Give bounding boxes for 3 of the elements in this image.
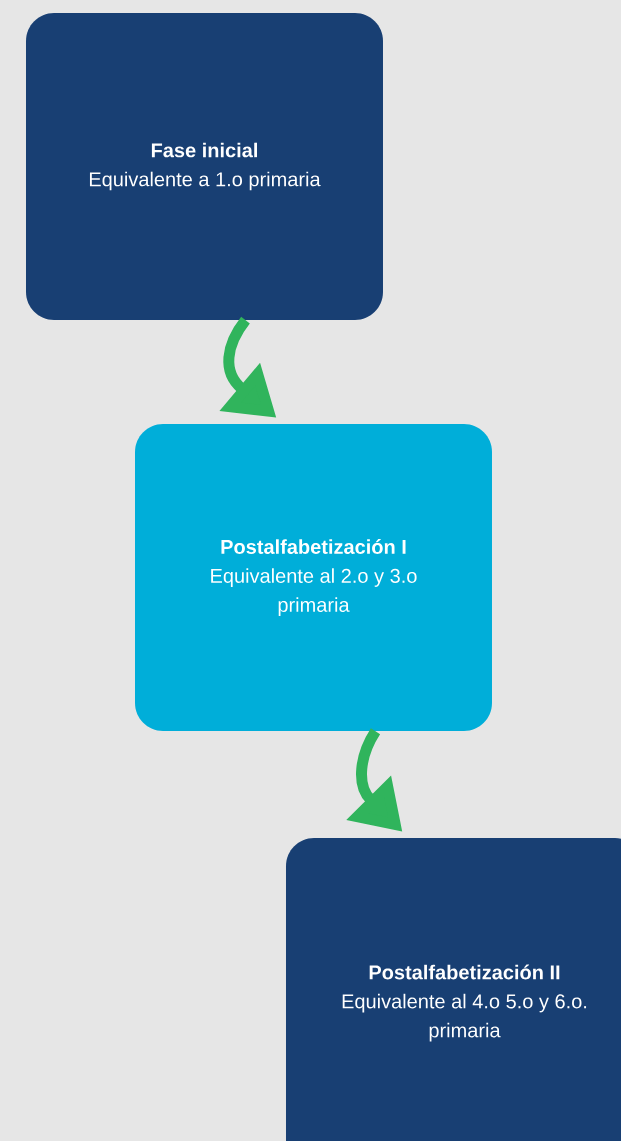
process-box: Fase inicial Equivalente a 1.o primaria — [26, 13, 383, 320]
process-box: Postalfabetización I Equivalente al 2.o y 3.o primaria — [135, 424, 492, 731]
process-box: Postalfabetización II Equivalente al 4.o 5.o y 6.o. primaria — [286, 838, 621, 1141]
